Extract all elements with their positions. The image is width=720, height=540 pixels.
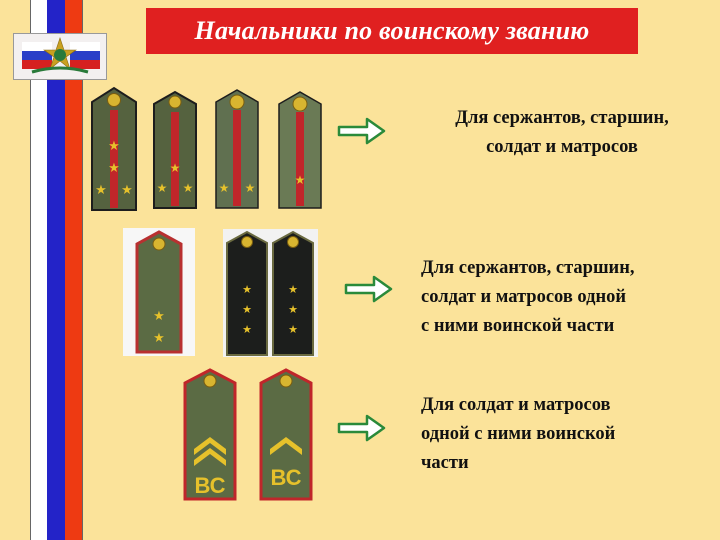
svg-text:★: ★ xyxy=(288,304,298,316)
flag-stripe-white xyxy=(30,0,47,540)
svg-text:★: ★ xyxy=(170,161,181,175)
shoulder-strap-unit-1: ★ ★ xyxy=(123,228,195,356)
description-line: солдат и матросов одной xyxy=(421,287,627,307)
description-group-3: Для солдат и матросов одной с ними воинс… xyxy=(421,391,711,478)
svg-text:★: ★ xyxy=(288,284,298,296)
description-group-1: Для сержантов, старшин, солдат и матросо… xyxy=(412,104,712,162)
shoulder-strap-sergeant-1: ★ ★ ★ ★ xyxy=(90,86,138,212)
shoulder-strap-sergeant-3: ★ ★ xyxy=(214,88,260,210)
shoulder-strap-sergeant-4: ★ xyxy=(277,90,323,210)
svg-text:★: ★ xyxy=(242,324,252,336)
svg-text:★: ★ xyxy=(242,284,252,296)
description-line: Для сержантов, старшин, xyxy=(421,258,635,278)
strap-letters-2: ВС xyxy=(271,465,302,490)
svg-text:★: ★ xyxy=(219,181,230,195)
shoulder-strap-conscript-2: ВС xyxy=(258,367,314,501)
title-banner: Начальники по воинскому званию xyxy=(146,8,638,54)
shoulder-strap-sergeant-2: ★ ★ ★ xyxy=(152,90,198,210)
svg-text:★: ★ xyxy=(295,173,306,187)
svg-text:★: ★ xyxy=(183,181,194,195)
description-line: части xyxy=(421,453,469,473)
svg-text:★: ★ xyxy=(108,160,120,175)
description-group-2: Для сержантов, старшин, солдат и матросо… xyxy=(421,254,711,341)
arrow-right-icon xyxy=(337,413,387,443)
svg-text:★: ★ xyxy=(95,182,107,197)
svg-text:★: ★ xyxy=(153,308,165,323)
shoulder-strap-unit-black-pair: ★ ★ ★ ★ ★ ★ xyxy=(223,229,318,357)
svg-text:★: ★ xyxy=(288,324,298,336)
description-line: одной с ними воинской xyxy=(421,424,616,444)
svg-text:★: ★ xyxy=(153,330,165,345)
description-line: солдат и матросов xyxy=(486,137,638,157)
svg-text:★: ★ xyxy=(245,181,256,195)
description-line: Для сержантов, старшин, xyxy=(455,108,669,128)
svg-text:★: ★ xyxy=(242,304,252,316)
arrow-right-icon xyxy=(344,274,394,304)
svg-text:★: ★ xyxy=(108,138,120,153)
strap-letters-1: ВС xyxy=(195,473,226,498)
arrow-right-icon xyxy=(337,116,387,146)
description-line: с ними воинской части xyxy=(421,316,615,336)
flag-stripe-blue xyxy=(47,0,65,540)
page-title: Начальники по воинскому званию xyxy=(194,16,590,45)
description-line: Для солдат и матросов xyxy=(421,395,611,415)
emblem-logo xyxy=(13,33,107,80)
shoulder-strap-conscript-1: ВС xyxy=(182,367,238,501)
svg-text:★: ★ xyxy=(121,182,133,197)
svg-text:★: ★ xyxy=(157,181,168,195)
flag-stripe-red xyxy=(65,0,83,540)
